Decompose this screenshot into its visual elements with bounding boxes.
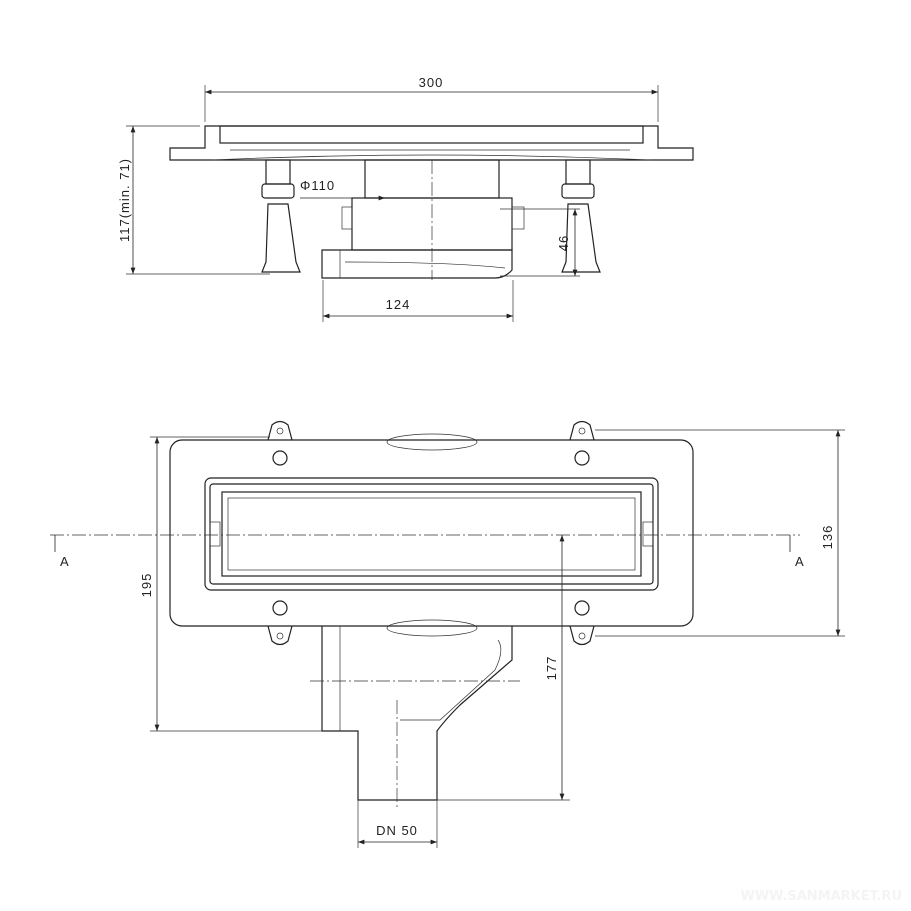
adjustable-foot-left xyxy=(261,159,301,273)
side-view: 300 117(min. 71) Φ110 46 xyxy=(117,75,694,322)
grate xyxy=(219,125,644,144)
mounting-flange xyxy=(169,439,694,627)
section-label-left: A xyxy=(60,554,70,569)
section-label-right: A xyxy=(795,554,805,569)
grate-top xyxy=(221,491,642,577)
adjustable-foot-right xyxy=(561,159,601,273)
watermark: WWW.SANMARKET.RU xyxy=(740,889,902,904)
channel-frame xyxy=(169,125,694,161)
total-depth-label: 195 xyxy=(139,573,154,598)
width-label: 300 xyxy=(419,75,444,90)
channel-outline xyxy=(204,477,659,591)
frame-depth-label: 136 xyxy=(820,525,835,550)
outlet-size-label: DN 50 xyxy=(376,823,418,838)
height-label: 117(min. 71) xyxy=(117,158,132,242)
outlet-width-label: 124 xyxy=(386,297,411,312)
diameter-label: Φ110 xyxy=(300,178,335,193)
outlet-body xyxy=(321,626,513,801)
outlet-offset-label: 177 xyxy=(544,656,559,681)
outlet-pipe xyxy=(321,249,513,279)
plan-view: A A 136 195 177 DN 50 xyxy=(50,420,845,848)
outlet-height-label: 46 xyxy=(556,235,571,251)
mounting-lugs xyxy=(267,420,595,646)
